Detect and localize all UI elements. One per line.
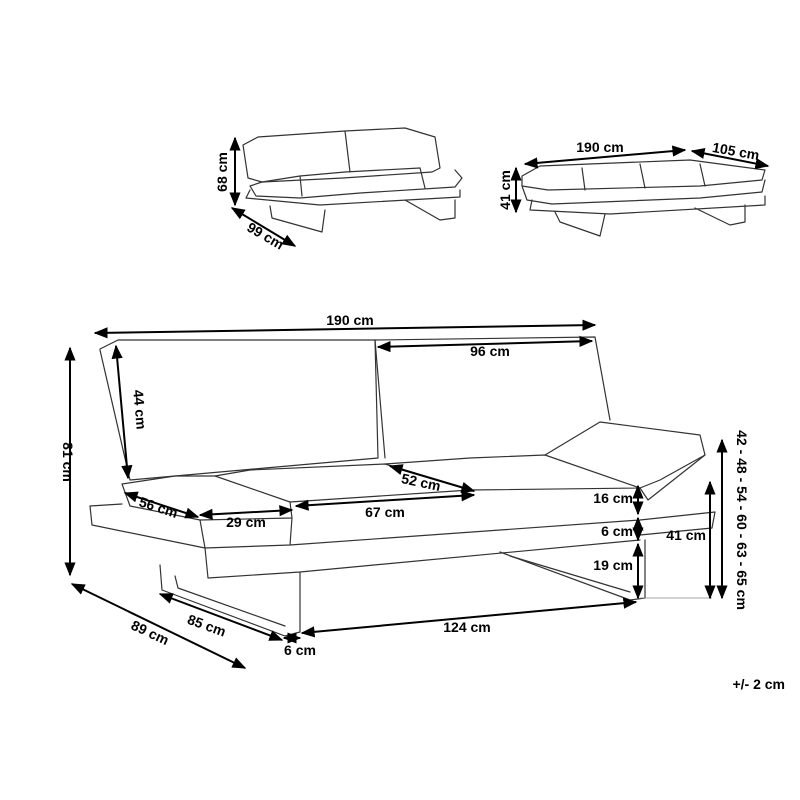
svg-text:67 cm: 67 cm [365,504,405,520]
dim-cushion-thickness: 16 cm [593,484,644,516]
dim-small-bed-height: 41 cm [497,166,522,214]
svg-text:41 cm: 41 cm [666,527,706,543]
svg-text:52 cm: 52 cm [400,470,442,494]
svg-text:19 cm: 19 cm [593,557,633,573]
svg-text:29 cm: 29 cm [226,514,266,530]
dim-leg-depth: 85 cm [158,593,284,641]
svg-text:16 cm: 16 cm [593,490,633,506]
dim-back-height: 44 cm [111,344,150,480]
svg-text:81 cm: 81 cm [60,442,76,482]
dim-seat-height: 41 cm [666,480,716,600]
svg-text:96 cm: 96 cm [470,343,510,359]
dim-seat-width: 67 cm [294,490,476,520]
svg-text:124 cm: 124 cm [443,619,490,635]
svg-text:85 cm: 85 cm [185,611,228,640]
dim-main-width: 190 cm [93,312,597,339]
dim-small-bed-width: 190 cm [523,139,687,169]
dim-frame-thickness: 6 cm [601,516,644,542]
dim-armrest-heights: 42 - 48 - 54 - 60 - 63 - 65 cm [716,430,750,610]
svg-text:68 cm: 68 cm [214,152,230,192]
tolerance-note: +/- 2 cm [732,676,785,692]
svg-text:190 cm: 190 cm [326,312,373,328]
dim-total-height: 81 cm [60,346,76,577]
svg-text:56 cm: 56 cm [137,494,180,521]
main-sofa-drawing [89,336,716,637]
dim-small-depth: 99 cm [230,207,297,253]
dim-back-half: 96 cm [376,335,594,359]
svg-text:6 cm: 6 cm [601,523,633,539]
dim-seat-depth: 52 cm [388,464,476,494]
small-sofa-upright-drawing [242,127,463,233]
dim-leg-offset: 6 cm [282,632,316,658]
svg-text:6 cm: 6 cm [284,642,316,658]
dim-leg-clearance: 19 cm [593,542,644,600]
dim-small-height: 68 cm [214,136,241,207]
svg-text:99 cm: 99 cm [244,219,286,253]
svg-text:190 cm: 190 cm [576,139,623,155]
svg-text:44 cm: 44 cm [130,389,149,430]
dim-leg-span: 124 cm [300,597,638,638]
svg-text:42 - 48 - 54 - 60 - 63 - 65 cm: 42 - 48 - 54 - 60 - 63 - 65 cm [734,430,750,610]
svg-text:41 cm: 41 cm [497,170,513,210]
dim-armrest-width: 29 cm [198,505,294,530]
small-sofa-bed-drawing [521,159,766,237]
